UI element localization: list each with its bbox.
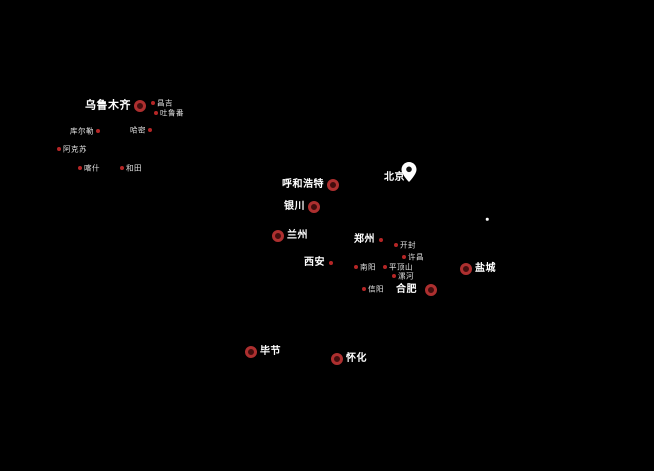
marker-bijie[interactable] — [245, 346, 257, 358]
marker-yinchuan[interactable] — [308, 201, 320, 213]
label-zhengzhou: 郑州 — [354, 234, 375, 245]
marker-yancheng[interactable] — [460, 263, 472, 275]
label-pingdingshan: 平顶山 — [389, 262, 413, 272]
marker-turpan[interactable] — [154, 111, 158, 115]
marker-xian[interactable] — [329, 261, 333, 265]
marker-xuchang[interactable] — [402, 255, 406, 259]
marker-kaifeng[interactable] — [394, 243, 398, 247]
marker-hohhot[interactable] — [327, 179, 339, 191]
label-huaihua: 怀化 — [346, 353, 367, 364]
label-bijie: 毕节 — [260, 346, 281, 357]
marker-changji[interactable] — [151, 101, 155, 105]
label-kaifeng: 开封 — [400, 240, 416, 250]
marker-xinyang[interactable] — [362, 287, 366, 291]
label-aksu: 阿克苏 — [63, 144, 87, 154]
label-kashgar: 喀什 — [84, 163, 100, 173]
label-lanzhou: 兰州 — [287, 230, 308, 241]
label-hami: 哈密 — [130, 125, 146, 135]
label-korla: 库尔勒 — [70, 126, 94, 136]
marker-luohe[interactable] — [392, 274, 396, 278]
label-beijing: 北京 — [384, 172, 405, 183]
beijing-pin-icon[interactable] — [401, 162, 417, 182]
marker-pingdingshan[interactable] — [383, 265, 387, 269]
label-luohe: 漯河 — [398, 271, 414, 281]
label-hotan: 和田 — [126, 163, 142, 173]
label-urumqi: 乌鲁木齐 — [85, 99, 131, 112]
marker-lanzhou[interactable] — [272, 230, 284, 242]
marker-urumqi[interactable] — [134, 100, 146, 112]
label-xinyang: 信阳 — [368, 284, 384, 294]
label-hefei: 合肥 — [396, 284, 417, 295]
label-hohhot: 呼和浩特 — [282, 179, 324, 190]
label-xuchang: 许昌 — [408, 252, 424, 262]
marker-hami[interactable] — [148, 128, 152, 132]
marker-hotan[interactable] — [120, 166, 124, 170]
location-pin-icon — [401, 162, 417, 182]
marker-huaihua[interactable] — [331, 353, 343, 365]
label-turpan: 吐鲁番 — [160, 108, 184, 118]
decor-dot-0 — [485, 217, 489, 221]
label-xian: 西安 — [304, 257, 325, 268]
label-changji: 昌吉 — [157, 98, 173, 108]
marker-korla[interactable] — [96, 129, 100, 133]
marker-aksu[interactable] — [57, 147, 61, 151]
label-nanyang: 南阳 — [360, 262, 376, 272]
marker-hefei[interactable] — [425, 284, 437, 296]
marker-kashgar[interactable] — [78, 166, 82, 170]
label-yancheng: 盐城 — [475, 263, 496, 274]
marker-nanyang[interactable] — [354, 265, 358, 269]
marker-zhengzhou[interactable] — [379, 238, 383, 242]
label-yinchuan: 银川 — [284, 201, 305, 212]
